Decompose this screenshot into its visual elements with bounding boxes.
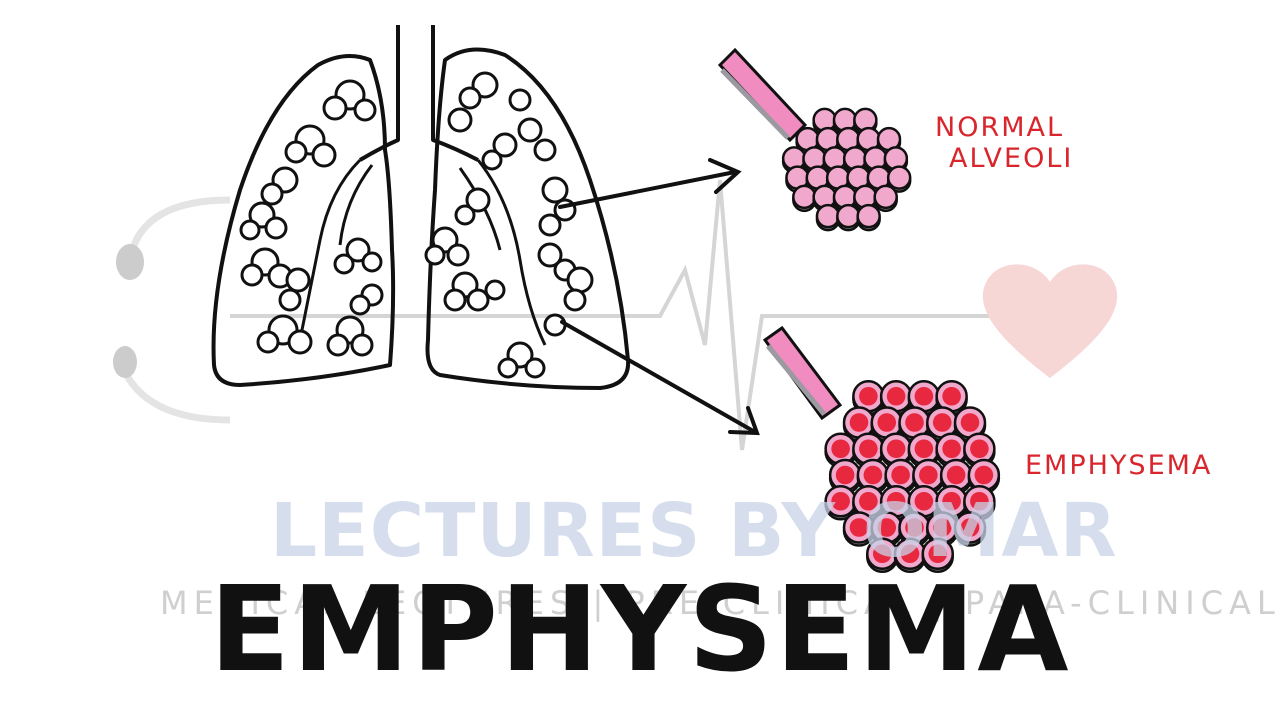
- alveolus: [856, 203, 881, 229]
- emphysema-label: EMPHYSEMA: [1025, 450, 1213, 481]
- lung-lobules: [239, 71, 594, 379]
- enlarged-airspace: [914, 386, 934, 406]
- enlarged-airspace: [942, 491, 961, 511]
- enlarged-airspace: [905, 413, 924, 432]
- enlarged-airspace: [886, 386, 906, 406]
- normal-alveoli-label-line1: NORMAL: [935, 112, 1065, 143]
- alveolus: [792, 184, 817, 210]
- emphysema-alveoli-drawing: [762, 325, 1001, 573]
- watermark-brand: LECTURES BY OMAR: [270, 488, 1118, 574]
- enlarged-airspace: [835, 465, 855, 485]
- alveolus: [873, 184, 898, 210]
- enlarged-airspace: [905, 518, 924, 537]
- alveolus: [886, 165, 912, 190]
- enlarged-airspace: [859, 491, 878, 511]
- page-title: EMPHYSEMA: [209, 560, 1071, 698]
- enlarged-airspace: [886, 439, 906, 459]
- enlarged-airspace: [960, 518, 980, 537]
- enlarged-airspace: [932, 413, 952, 432]
- watermark-tagline: MEDICAL LECTURES | PRE-CLINICAL | PARA-C…: [160, 584, 1280, 622]
- enlarged-airspace: [859, 386, 878, 406]
- arrow-right-icon: [558, 158, 742, 209]
- enlarged-airspace: [942, 439, 961, 459]
- enlarged-airspace: [970, 491, 989, 511]
- enlarged-airspace: [960, 413, 980, 432]
- normal-alveoli-label: NORMAL ALVEOLI: [935, 112, 1073, 174]
- alveolus: [836, 203, 861, 229]
- enlarged-airspace: [942, 386, 961, 406]
- enlarged-airspace: [831, 491, 850, 511]
- enlarged-airspace: [928, 544, 948, 564]
- enlarged-airspace: [919, 465, 938, 485]
- enlarged-airspace: [891, 465, 910, 485]
- enlarged-airspace: [914, 439, 934, 459]
- stethoscope-icon: [113, 196, 231, 424]
- enlarged-airspace: [872, 544, 892, 564]
- heart-icon: [982, 264, 1118, 378]
- enlarged-airspace: [914, 491, 934, 511]
- enlarged-airspace: [859, 439, 878, 459]
- ecg-line-icon: [230, 179, 1000, 451]
- left-lung: [211, 54, 396, 387]
- enlarged-airspace: [877, 413, 897, 432]
- right-lung: [425, 47, 631, 390]
- enlarged-airspace: [849, 413, 869, 432]
- lungs-drawing: [211, 25, 631, 390]
- enlarged-airspace: [900, 544, 920, 564]
- enlarged-airspace: [886, 491, 906, 511]
- arrow-down-right-icon: [560, 320, 760, 436]
- enlarged-airspace: [932, 518, 952, 537]
- enlarged-airspace: [863, 465, 883, 485]
- enlarged-airspace: [974, 465, 994, 485]
- alveolus: [815, 203, 841, 229]
- enlarged-airspace: [831, 439, 850, 459]
- enlarged-airspace: [849, 518, 869, 537]
- enlarged-airspace: [970, 439, 989, 459]
- enlarged-airspace: [877, 518, 897, 537]
- normal-alveoli-drawing: [717, 47, 912, 232]
- normal-alveoli-label-line2: ALVEOLI: [949, 143, 1074, 175]
- enlarged-airspace: [946, 465, 966, 485]
